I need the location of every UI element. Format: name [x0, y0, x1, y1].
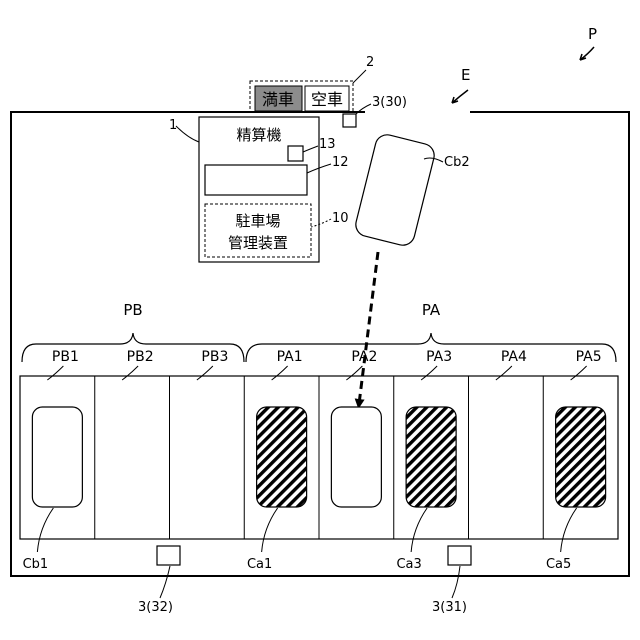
movement-arrow — [359, 252, 378, 404]
ref-12: 12 — [332, 155, 349, 170]
device-line2: 管理装置 — [228, 234, 288, 252]
group-b-label: PB — [123, 301, 142, 319]
entry-sensor-label: 3(30) — [372, 95, 407, 110]
space-car — [331, 407, 381, 507]
entrance-label: E — [461, 66, 470, 84]
space-label-leader — [571, 366, 587, 380]
sensor-b-label: 3(32) — [138, 600, 173, 615]
sign-leader — [353, 70, 366, 83]
space-label: PB2 — [127, 349, 154, 365]
space-label: PA1 — [277, 349, 303, 365]
space-label-leader — [47, 366, 63, 380]
space-car-label: Ca1 — [247, 557, 272, 572]
space-car-label: Cb1 — [23, 557, 49, 572]
group-a-label: PA — [422, 301, 441, 319]
space-car-leader — [561, 508, 577, 552]
ref-10: 10 — [332, 211, 349, 226]
sensor-a-leader — [452, 566, 460, 598]
space-label-leader — [421, 366, 437, 380]
space-car — [257, 407, 307, 507]
space-car-leader — [262, 508, 278, 552]
vacancy-sign: 満車 空車 — [250, 81, 353, 112]
device-line1: 駐車場 — [235, 212, 280, 230]
sensor-a — [448, 546, 471, 565]
sensor-b-leader — [160, 566, 170, 598]
machine-ref: 1 — [169, 118, 177, 133]
space-label: PA2 — [351, 349, 377, 365]
machine-leader — [176, 126, 199, 142]
machine-button — [288, 146, 303, 161]
space-label-leader — [272, 366, 288, 380]
sensor-b — [157, 546, 180, 565]
machine-title: 精算機 — [236, 126, 281, 144]
space-label-leader — [346, 366, 362, 380]
space-car — [556, 407, 606, 507]
space-label: PB1 — [52, 349, 79, 365]
moving-car-label: Cb2 — [444, 155, 470, 170]
space-car-label: Ca5 — [546, 557, 571, 572]
moving-car — [353, 132, 436, 247]
space-label: PB3 — [201, 349, 228, 365]
space-car — [32, 407, 82, 507]
space-car — [406, 407, 456, 507]
space-label-leader — [197, 366, 213, 380]
space-label: PA3 — [426, 349, 452, 365]
page-pointer — [580, 47, 594, 60]
sign-ref: 2 — [366, 55, 374, 70]
page-label: P — [588, 25, 597, 43]
space-label: PA5 — [576, 349, 602, 365]
space-label-leader — [122, 366, 138, 380]
space-label-leader — [496, 366, 512, 380]
space-car-label: Ca3 — [396, 557, 421, 572]
space-car-leader — [37, 508, 53, 552]
ref-13: 13 — [319, 137, 336, 152]
sensor-a-label: 3(31) — [432, 600, 467, 615]
entrance-pointer — [452, 90, 468, 103]
space-label: PA4 — [501, 349, 527, 365]
sign-empty-text: 空車 — [311, 90, 343, 109]
entry-sensor — [343, 114, 356, 127]
machine-display — [205, 165, 307, 195]
sign-full-text: 満車 — [262, 90, 294, 109]
space-car-leader — [411, 508, 427, 552]
